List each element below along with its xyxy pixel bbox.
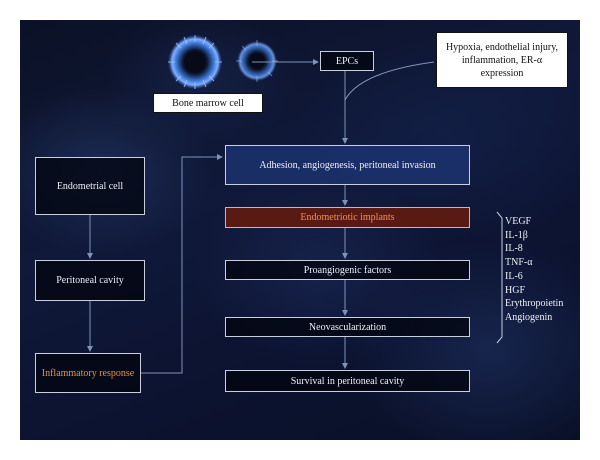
adhesion-box: Adhesion, angiogenesis, peritoneal invas… bbox=[225, 145, 470, 185]
peritoneal-cavity-box: Peritoneal cavity bbox=[35, 260, 145, 301]
factor-item: IL-6 bbox=[505, 270, 523, 282]
epc-cell-image bbox=[236, 40, 278, 82]
epcs-box: EPCs bbox=[320, 51, 374, 71]
factor-item: HGF bbox=[505, 284, 526, 296]
endometriotic-implants-box: Endometriotic implants bbox=[225, 207, 470, 228]
factor-list: VEGF IL-1β IL-8 TNF-α IL-6 HGF Erythropo… bbox=[505, 215, 597, 325]
factor-item: IL-8 bbox=[505, 243, 523, 255]
survival-box: Survival in peritoneal cavity bbox=[225, 370, 470, 392]
neovascularization-box: Neovascularization bbox=[225, 317, 470, 337]
factor-item: VEGF bbox=[505, 216, 532, 227]
bone-marrow-cell-image bbox=[168, 35, 222, 89]
factor-item: IL-1β bbox=[505, 229, 528, 241]
hypoxia-box: Hypoxia, endothelial injury, inflammatio… bbox=[436, 32, 568, 88]
bone-marrow-label: Bone marrow cell bbox=[153, 93, 263, 113]
factor-item: Angiogenin bbox=[505, 311, 553, 323]
factor-item: TNF-α bbox=[505, 257, 533, 269]
endometrial-cell-box: Endometrial cell bbox=[35, 157, 145, 215]
inflammatory-response-box: Inflammatory response bbox=[35, 353, 141, 393]
factor-item: Erythropoietin bbox=[505, 298, 564, 310]
proangiogenic-factors-box: Proangiogenic factors bbox=[225, 260, 470, 280]
